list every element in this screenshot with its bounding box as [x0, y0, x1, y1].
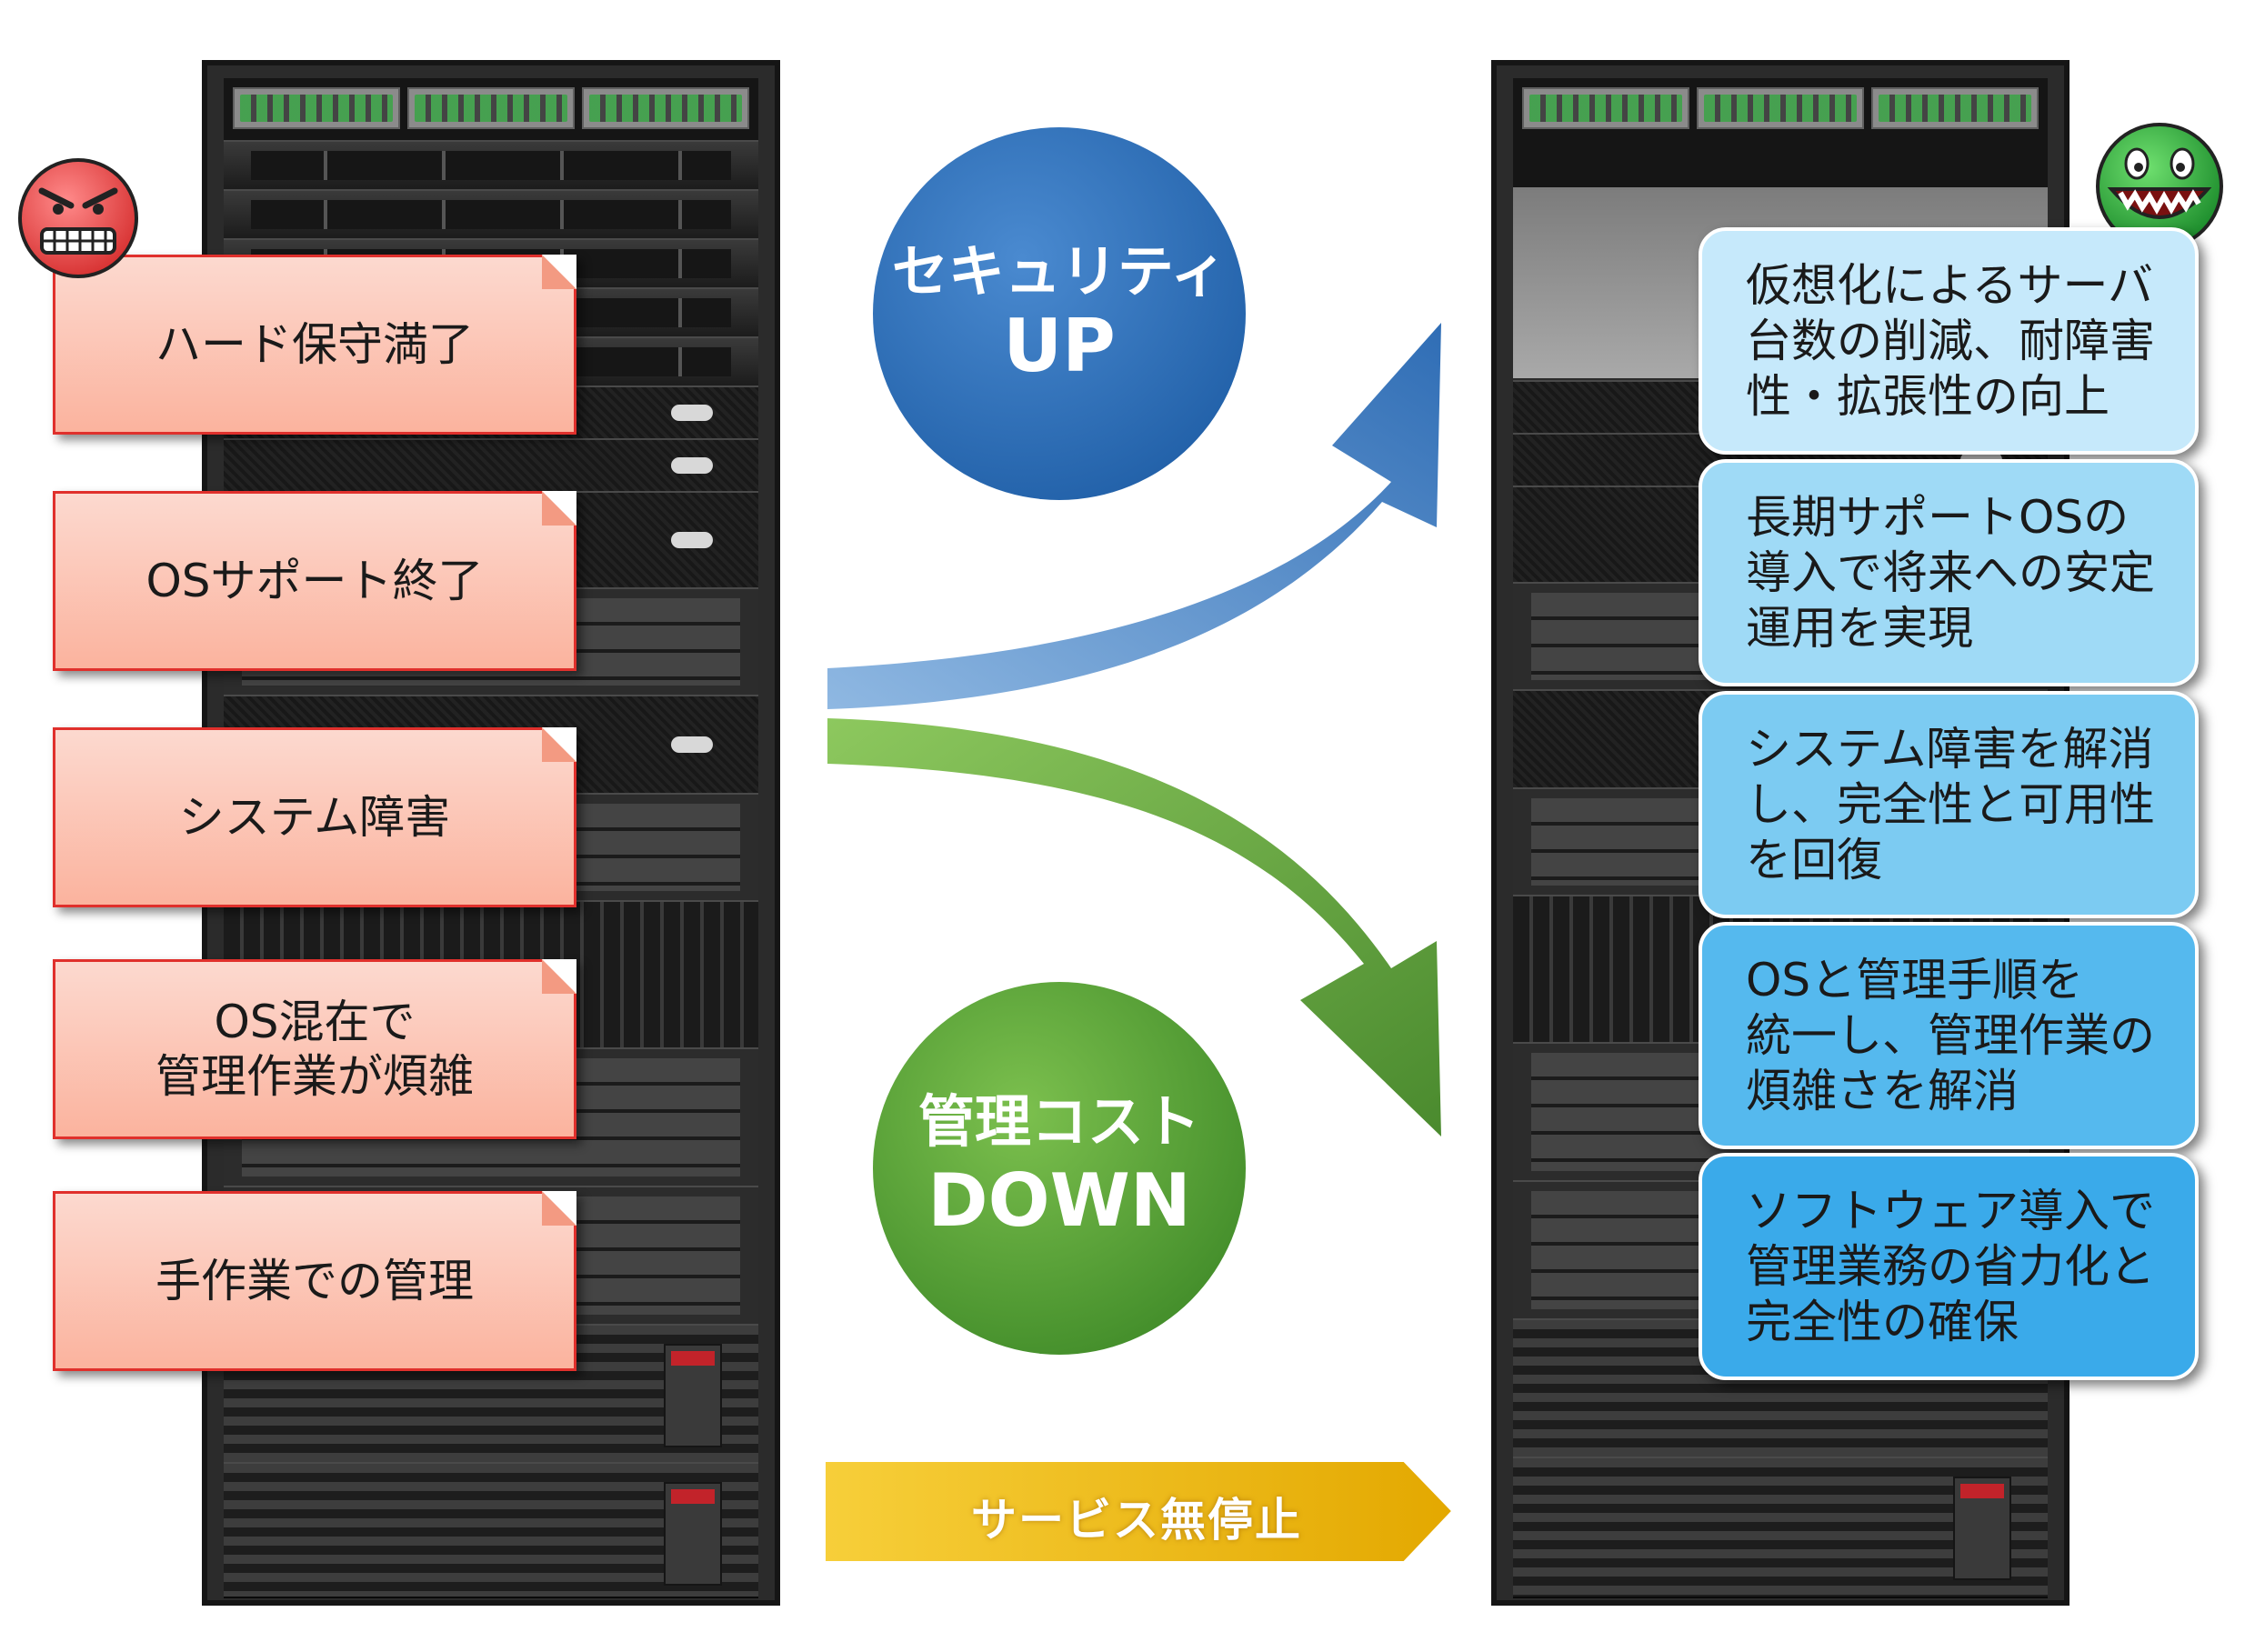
security-up-badge: セキュリティ UP	[852, 106, 1267, 521]
service-banner-arrow	[820, 1457, 1459, 1567]
benefit-card: OSと管理手順を 統一し、管理作業の 煩雑さを解消	[1699, 922, 2199, 1149]
benefit-label: システム障害を解消 し、完全性と可用性 を回復	[1746, 722, 2155, 886]
rack-top-panel	[224, 78, 758, 187]
issue-card: 手作業での管理	[53, 1191, 576, 1371]
issue-card: システム障害	[53, 727, 576, 907]
happy-face-icon	[2096, 123, 2223, 250]
benefit-card: システム障害を解消 し、完全性と可用性 を回復	[1699, 691, 2199, 918]
up-arrow	[827, 323, 1441, 709]
issue-label: ハード保守満了	[155, 318, 474, 371]
issue-card: ハード保守満了	[53, 255, 576, 435]
down-arrow	[827, 718, 1441, 1136]
rack-top-panel	[1513, 78, 2048, 187]
cost-down-badge: 管理コスト DOWN	[852, 961, 1267, 1376]
benefit-label: 長期サポートOSの 導入で将来への安定 運用を実現	[1746, 490, 2155, 655]
issue-card: OSサポート終了	[53, 491, 576, 671]
issue-label: OSサポート終了	[145, 555, 484, 607]
angry-face-icon	[18, 158, 138, 278]
badge-cost-line2: DOWN	[927, 1158, 1191, 1243]
badge-security-line2: UP	[1003, 304, 1116, 388]
badge-cost-line1: 管理コスト	[918, 1088, 1200, 1155]
issue-label: システム障害	[178, 791, 451, 844]
service-banner-label: サービス無停止	[971, 1494, 1302, 1547]
benefit-card: ソフトウェア導入で 管理業務の省力化と 完全性の確保	[1699, 1153, 2199, 1380]
benefit-card: 仮想化によるサーバ 台数の削減、耐障害 性・拡張性の向上	[1699, 227, 2199, 455]
benefit-label: ソフトウェア導入で 管理業務の省力化と 完全性の確保	[1746, 1184, 2155, 1348]
issue-label: OS混在で 管理作業が煩雑	[155, 996, 474, 1103]
benefit-label: 仮想化によるサーバ 台数の削減、耐障害 性・拡張性の向上	[1746, 258, 2155, 423]
benefit-label: OSと管理手順を 統一し、管理作業の 煩雑さを解消	[1746, 953, 2155, 1117]
issue-card: OS混在で 管理作業が煩雑	[53, 959, 576, 1139]
benefit-card: 長期サポートOSの 導入で将来への安定 運用を実現	[1699, 459, 2199, 686]
badge-security-line1: セキュリティ	[892, 238, 1227, 305]
issue-label: 手作業での管理	[155, 1255, 474, 1307]
